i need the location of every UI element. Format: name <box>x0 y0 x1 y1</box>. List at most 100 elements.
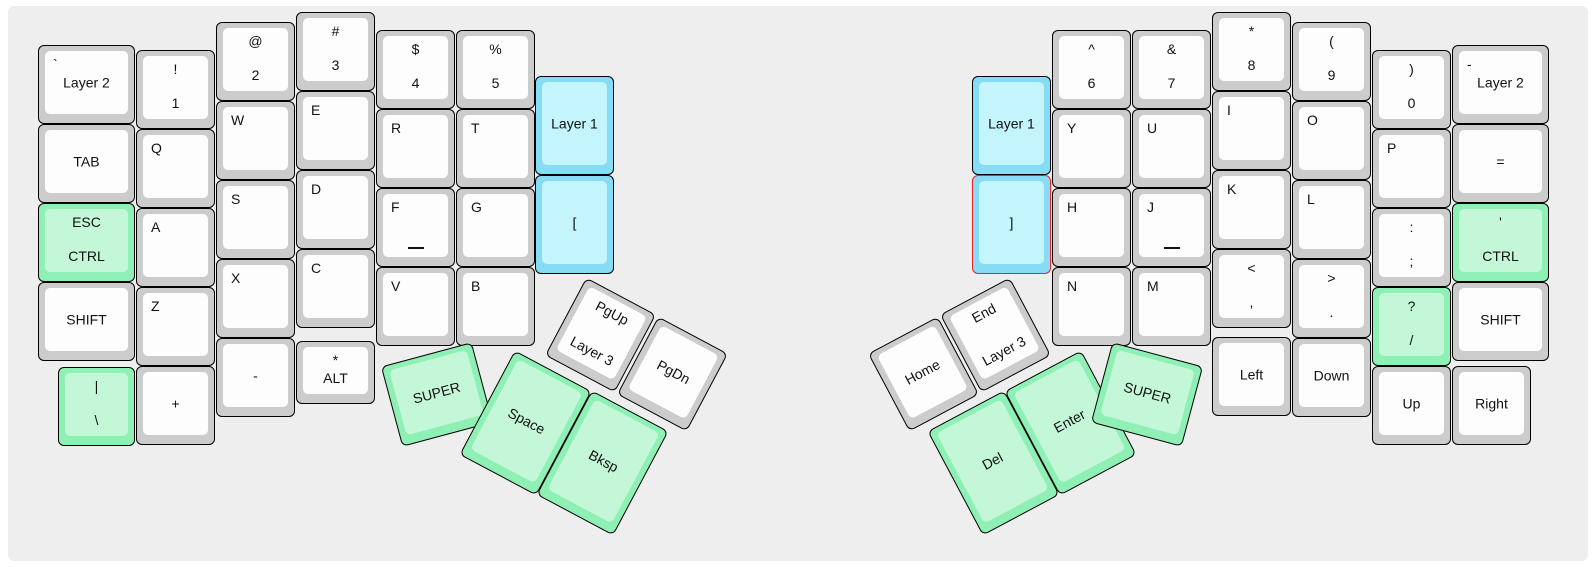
key-legend-upper: ! <box>173 61 178 77</box>
key-L-c4-r1[interactable]: R <box>376 109 455 188</box>
key-L-c2-r2[interactable]: S <box>216 180 295 259</box>
key-legend-upper: ' <box>1499 214 1502 230</box>
key-legend-upper: ? <box>1407 298 1416 314</box>
key-L-c0-r1[interactable]: TAB <box>38 124 135 203</box>
key-legend-upper: P <box>1387 140 1397 156</box>
key-legend-upper: Y <box>1067 120 1077 136</box>
keycap-surface: - <box>223 344 288 407</box>
key-R-c2-r2[interactable]: J <box>1132 188 1211 267</box>
key-legend-upper: V <box>391 278 401 294</box>
keycap-surface: F <box>383 194 448 257</box>
key-R-c6-r2[interactable]: 'CTRL <box>1452 203 1549 282</box>
keycap-surface: SUPER <box>389 349 484 436</box>
key-L-c4-r2[interactable]: F <box>376 188 455 267</box>
keycap-surface: )0 <box>1379 56 1444 119</box>
key-L-c2-r3[interactable]: X <box>216 259 295 338</box>
key-legend-lower: 6 <box>1087 75 1096 92</box>
key-L-c2-r0[interactable]: @2 <box>216 22 295 101</box>
key-R-c1-r3[interactable]: N <box>1052 267 1131 346</box>
key-legend-upper: ( <box>1329 33 1334 49</box>
key-L-c1-r1[interactable]: Q <box>136 129 215 208</box>
key-R-c5-r4[interactable]: Up <box>1372 366 1451 445</box>
key-R-c2-r0[interactable]: &7 <box>1132 30 1211 109</box>
keycap-surface: [ <box>542 181 607 264</box>
keycap-surface: X <box>223 265 288 328</box>
key-legend: Bksp <box>586 446 622 476</box>
key-R-c2-r3[interactable]: M <box>1132 267 1211 346</box>
key-R-c1-r0[interactable]: ^6 <box>1052 30 1131 109</box>
key-R-c4-r1[interactable]: O <box>1292 101 1371 180</box>
key-legend-lower: 5 <box>491 75 500 92</box>
keycap-surface: -Layer 2 <box>1459 51 1542 114</box>
key-R-c4-r4[interactable]: Down <box>1292 338 1371 417</box>
key-R-c5-r1[interactable]: P <box>1372 129 1451 208</box>
key-R-c0-r1[interactable]: ] <box>972 175 1051 274</box>
keycap-surface: %5 <box>463 36 528 99</box>
key-R-c3-r2[interactable]: K <box>1212 170 1291 249</box>
key-legend: Home <box>902 356 943 388</box>
key-legend-upper: * <box>1248 23 1255 39</box>
key-R-c6-r1[interactable]: = <box>1452 124 1549 203</box>
keycap-surface: D <box>303 176 368 239</box>
key-L-c1-r0[interactable]: !1 <box>136 50 215 129</box>
key-legend-lower: ; <box>1409 253 1414 270</box>
key-L-c5-r2[interactable]: G <box>456 188 535 267</box>
keycap-surface: Y <box>1059 115 1124 178</box>
key-R-c5-r2[interactable]: :; <box>1372 208 1451 287</box>
key-L-c0-r3[interactable]: SHIFT <box>38 282 135 361</box>
key-L-c2-r4[interactable]: - <box>216 338 295 417</box>
key-R-c5-r0[interactable]: )0 <box>1372 50 1451 129</box>
key-L-c4-r3[interactable]: V <box>376 267 455 346</box>
keycap-surface: SHIFT <box>1459 288 1542 351</box>
key-L-c0-r0[interactable]: `Layer 2 <box>38 45 135 124</box>
key-legend: Up <box>1402 395 1421 412</box>
key-L-c2-r1[interactable]: W <box>216 101 295 180</box>
key-R-c6-r0[interactable]: -Layer 2 <box>1452 45 1549 124</box>
key-R-c4-r3[interactable]: >. <box>1292 259 1371 338</box>
key-R-c1-r1[interactable]: Y <box>1052 109 1131 188</box>
key-R-c4-r2[interactable]: L <box>1292 180 1371 259</box>
key-R-c4-r0[interactable]: (9 <box>1292 22 1371 101</box>
key-L-c1-r3[interactable]: Z <box>136 287 215 366</box>
key-R-c0-r0[interactable]: Layer 1 <box>972 76 1051 175</box>
key-R-c3-r4[interactable]: Left <box>1212 337 1291 416</box>
key-L-c6-r1[interactable]: [ <box>535 175 614 274</box>
keycap-surface: I <box>1219 97 1284 160</box>
keycap-surface: U <box>1139 115 1204 178</box>
key-R-c3-r1[interactable]: I <box>1212 91 1291 170</box>
key-R-c6-r3[interactable]: SHIFT <box>1452 282 1549 361</box>
key-L-c3-r0[interactable]: #3 <box>296 12 375 91</box>
keycap-surface: $4 <box>383 36 448 99</box>
key-legend: Layer 1 <box>551 115 598 132</box>
key-R-c1-r2[interactable]: H <box>1052 188 1131 267</box>
key-R-c6-r4[interactable]: Right <box>1452 366 1531 445</box>
key-L-c3-r4[interactable]: *ALT <box>296 341 375 404</box>
key-L-c1-r2[interactable]: A <box>136 208 215 287</box>
key-R-c2-r1[interactable]: U <box>1132 109 1211 188</box>
key-legend: Down <box>1313 367 1350 384</box>
keycap-surface: P <box>1379 135 1444 198</box>
key-L-c5-r3[interactable]: B <box>456 267 535 346</box>
key-R-c5-r3[interactable]: ?/ <box>1372 287 1451 366</box>
key-legend-upper: ESC <box>72 214 101 230</box>
key-L-c0-r4[interactable]: |\ <box>58 367 135 446</box>
keycap-surface: Right <box>1459 372 1524 435</box>
key-L-c3-r1[interactable]: E <box>296 91 375 170</box>
key-L-c5-r1[interactable]: T <box>456 109 535 188</box>
key-L-c1-r4[interactable]: + <box>136 366 215 445</box>
key-legend-upper: J <box>1147 199 1154 215</box>
keycap-surface: W <box>223 107 288 170</box>
key-L-c4-r0[interactable]: $4 <box>376 30 455 109</box>
key-legend-upper: B <box>471 278 481 294</box>
key-legend: = <box>1496 153 1505 170</box>
key-L-c3-r2[interactable]: D <box>296 170 375 249</box>
key-L-c3-r3[interactable]: C <box>296 249 375 328</box>
keycap-surface: A <box>143 214 208 277</box>
keycap-surface: C <box>303 255 368 318</box>
key-R-c3-r3[interactable]: <, <box>1212 249 1291 328</box>
key-L-c5-r0[interactable]: %5 <box>456 30 535 109</box>
key-L-c6-r0[interactable]: Layer 1 <box>535 76 614 175</box>
key-R-c3-r0[interactable]: *8 <box>1212 12 1291 91</box>
